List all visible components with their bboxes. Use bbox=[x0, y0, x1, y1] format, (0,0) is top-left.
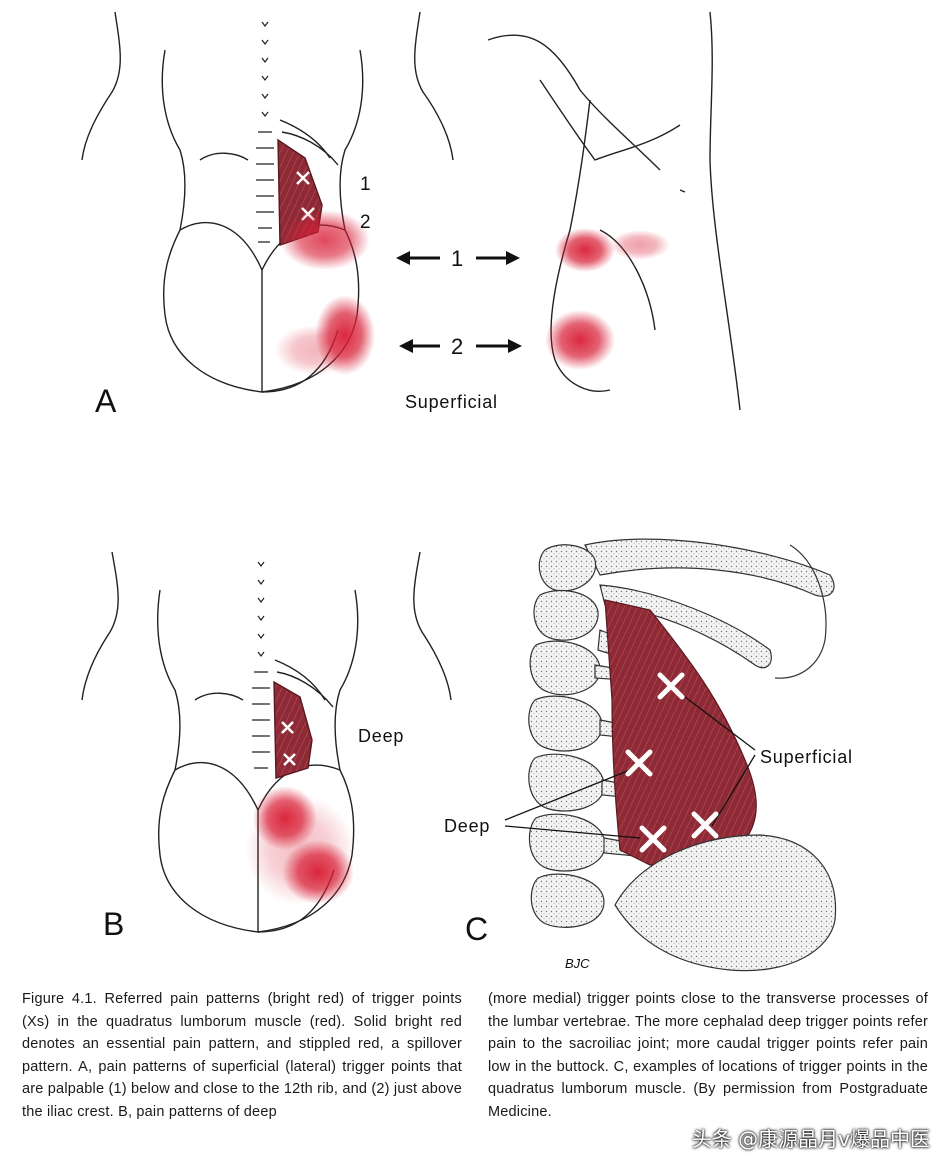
panel-a-arrows bbox=[396, 251, 522, 353]
panel-a-arrow-1-label: 1 bbox=[451, 246, 463, 271]
panel-a-pain-back bbox=[275, 210, 375, 375]
caption-left-column: Figure 4.1. Referred pain patterns (brig… bbox=[22, 991, 463, 1120]
panel-c-trigger-x bbox=[625, 672, 719, 853]
panel-c bbox=[504, 538, 837, 972]
panel-c-superficial-label: Superficial bbox=[760, 747, 853, 767]
panel-b-deep-label: Deep bbox=[358, 726, 404, 746]
panel-a-title: Superficial bbox=[405, 392, 498, 412]
panel-b-letter: B bbox=[103, 906, 124, 942]
panel-a-letter: A bbox=[95, 383, 117, 419]
panel-a-spine-marks bbox=[256, 21, 274, 243]
panel-b-quadratus-muscle bbox=[273, 680, 313, 779]
panel-a-marker-2: 2 bbox=[360, 212, 371, 233]
panel-b-spine-marks bbox=[252, 561, 270, 769]
panel-c-letter: C bbox=[465, 911, 488, 947]
panel-a-pain-side bbox=[545, 228, 670, 370]
panel-b bbox=[81, 551, 452, 933]
panel-b-pain bbox=[245, 786, 355, 905]
panel-a-side-torso bbox=[487, 11, 741, 411]
figure-illustration: A 1 2 1 2 Superficial bbox=[81, 11, 853, 972]
panel-c-leader-lines bbox=[504, 696, 756, 839]
caption-right-column: (more medial) trigger points close to th… bbox=[488, 991, 928, 1120]
panel-a bbox=[81, 11, 741, 411]
panel-a-back-torso bbox=[81, 11, 454, 393]
panel-c-pelvis bbox=[614, 834, 837, 972]
panel-a-arrow-2-label: 2 bbox=[451, 334, 463, 359]
panel-a-marker-1: 1 bbox=[360, 174, 371, 195]
watermark: 头条 @康源晶月v爆品中医 bbox=[691, 1127, 930, 1151]
panel-c-signature: BJC bbox=[565, 956, 590, 971]
panel-b-trigger-x bbox=[281, 721, 296, 766]
panel-c-quadratus-muscle bbox=[604, 599, 757, 866]
panel-c-deep-label: Deep bbox=[444, 816, 490, 836]
